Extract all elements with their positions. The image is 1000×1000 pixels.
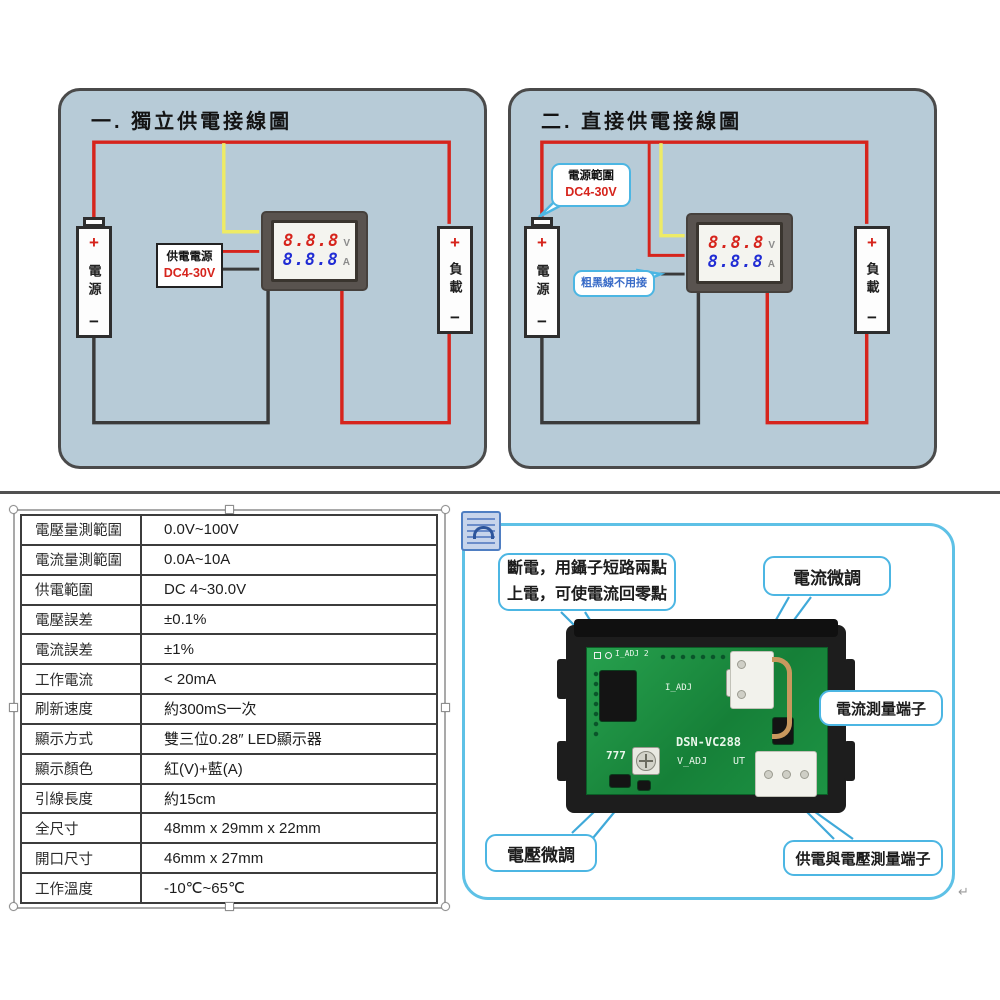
zero-reset-callout: 斷電，用鑷子短路兩點 上電，可使電流回零點: [498, 553, 676, 611]
battery-terminal-nub: [531, 217, 553, 227]
solder-pad-column: [592, 669, 600, 741]
meter-housing-rear: I_ADJ 2 I_ADJ 777 DSN-VC288 V_ADJ UT: [557, 619, 855, 813]
wire-red-branch: [647, 143, 685, 257]
selection-handle-top-left[interactable]: [9, 505, 18, 514]
wire-black-bottom: [540, 289, 701, 425]
load: + 負載 −: [437, 226, 473, 334]
selection-handle-middle-right[interactable]: [441, 703, 450, 712]
connector-pin: [737, 690, 746, 699]
battery-terminal-nub: [83, 217, 105, 227]
zero-pad-round: [605, 652, 612, 659]
wire-red-top: [540, 140, 869, 224]
wire-yellow: [659, 143, 685, 238]
diagram1-title: 一. 獨立供電接線圖: [91, 111, 293, 133]
selection-handle-top-center[interactable]: [225, 505, 234, 514]
mount-tab: [557, 659, 568, 699]
selection-handle-bottom-center[interactable]: [225, 902, 234, 911]
trimmer-screw: [636, 751, 656, 771]
silkscreen-vadj: V_ADJ: [677, 756, 708, 767]
table-row: 刷新速度約300mS一次: [22, 695, 436, 725]
table-row: 電壓誤差±0.1%: [22, 605, 436, 636]
power-voltage-connector: [755, 751, 817, 797]
paragraph-mark: ↵: [958, 884, 969, 899]
solder-pad-row: [658, 653, 758, 661]
zero-pad-square: [594, 652, 601, 659]
table-row: 顯示顏色紅(V)+藍(A): [22, 754, 436, 785]
copper-shunt-loop: [772, 657, 792, 739]
selection-handle-bottom-right[interactable]: [441, 902, 450, 911]
section-divider: [0, 491, 1000, 494]
selection-handle-top-right[interactable]: [441, 505, 450, 514]
ic-chip: [600, 671, 636, 721]
mount-tab: [844, 741, 855, 781]
component-black: [610, 775, 630, 787]
pcb-figure: I_ADJ 2 I_ADJ 777 DSN-VC288 V_ADJ UT: [462, 523, 955, 900]
black-wire-callout: 粗黑線不用接: [573, 270, 655, 297]
current-connector: [730, 651, 774, 709]
wire-yellow: [222, 143, 260, 234]
battery-source: + 電源 −: [524, 226, 560, 338]
selection-handle-bottom-left[interactable]: [9, 902, 18, 911]
silkscreen-777: 777: [606, 749, 626, 762]
silkscreen-vt: UT: [733, 756, 746, 767]
connector-pin: [737, 660, 746, 669]
wire-black-bottom: [92, 287, 270, 425]
current-adjust-callout: 電流微調: [763, 556, 891, 596]
silkscreen-model: DSN-VC288: [676, 735, 742, 749]
wiring-lines-1: [92, 140, 451, 425]
table-row: 引線長度約15cm: [22, 784, 436, 815]
mount-tab: [557, 741, 568, 781]
connector-pin: [800, 770, 809, 779]
wire-red-bottom: [765, 289, 869, 425]
wrap-arch-glyph: [473, 526, 494, 539]
load: + 負載 −: [854, 226, 890, 334]
table-row: 電流誤差±1%: [22, 635, 436, 666]
battery-source: + 電源 −: [76, 226, 112, 338]
component-black: [638, 781, 650, 790]
diagram-direct-power: 二. 直接供電接線圖 電源範圍 DC4-30V 粗黑線不用接 + 電源 − 8.…: [508, 88, 937, 469]
connector-pin: [782, 770, 791, 779]
housing-lip: [574, 619, 838, 637]
silkscreen-iadj2: I_ADJ 2: [615, 649, 649, 658]
current-terminal-callout: 電流測量端子: [819, 690, 943, 726]
wire-red-top: [92, 140, 451, 224]
table-row: 工作電流< 20mA: [22, 665, 436, 696]
power-voltage-terminal-callout: 供電與電壓測量端子: [783, 840, 943, 876]
table-row: 工作溫度-10℃~65℃: [22, 874, 436, 902]
silkscreen-iadj: I_ADJ: [665, 683, 693, 693]
supply-power-label: 供電電源 DC4-30V: [156, 243, 223, 288]
mount-tab: [844, 659, 855, 699]
power-range-callout: 電源範圍 DC4-30V: [551, 163, 631, 207]
selection-handle-middle-left[interactable]: [9, 703, 18, 712]
wire-red-bottom: [340, 287, 451, 425]
voltage-adjust-callout: 電壓微調: [485, 834, 597, 872]
layout-options-icon[interactable]: [461, 511, 501, 551]
voltage-trimmer[interactable]: [632, 747, 660, 775]
connector-pin: [764, 770, 773, 779]
table-row: 顯示方式雙三位0.28″ LED顯示器: [22, 724, 436, 755]
diagram2-title: 二. 直接供電接線圖: [541, 111, 743, 133]
